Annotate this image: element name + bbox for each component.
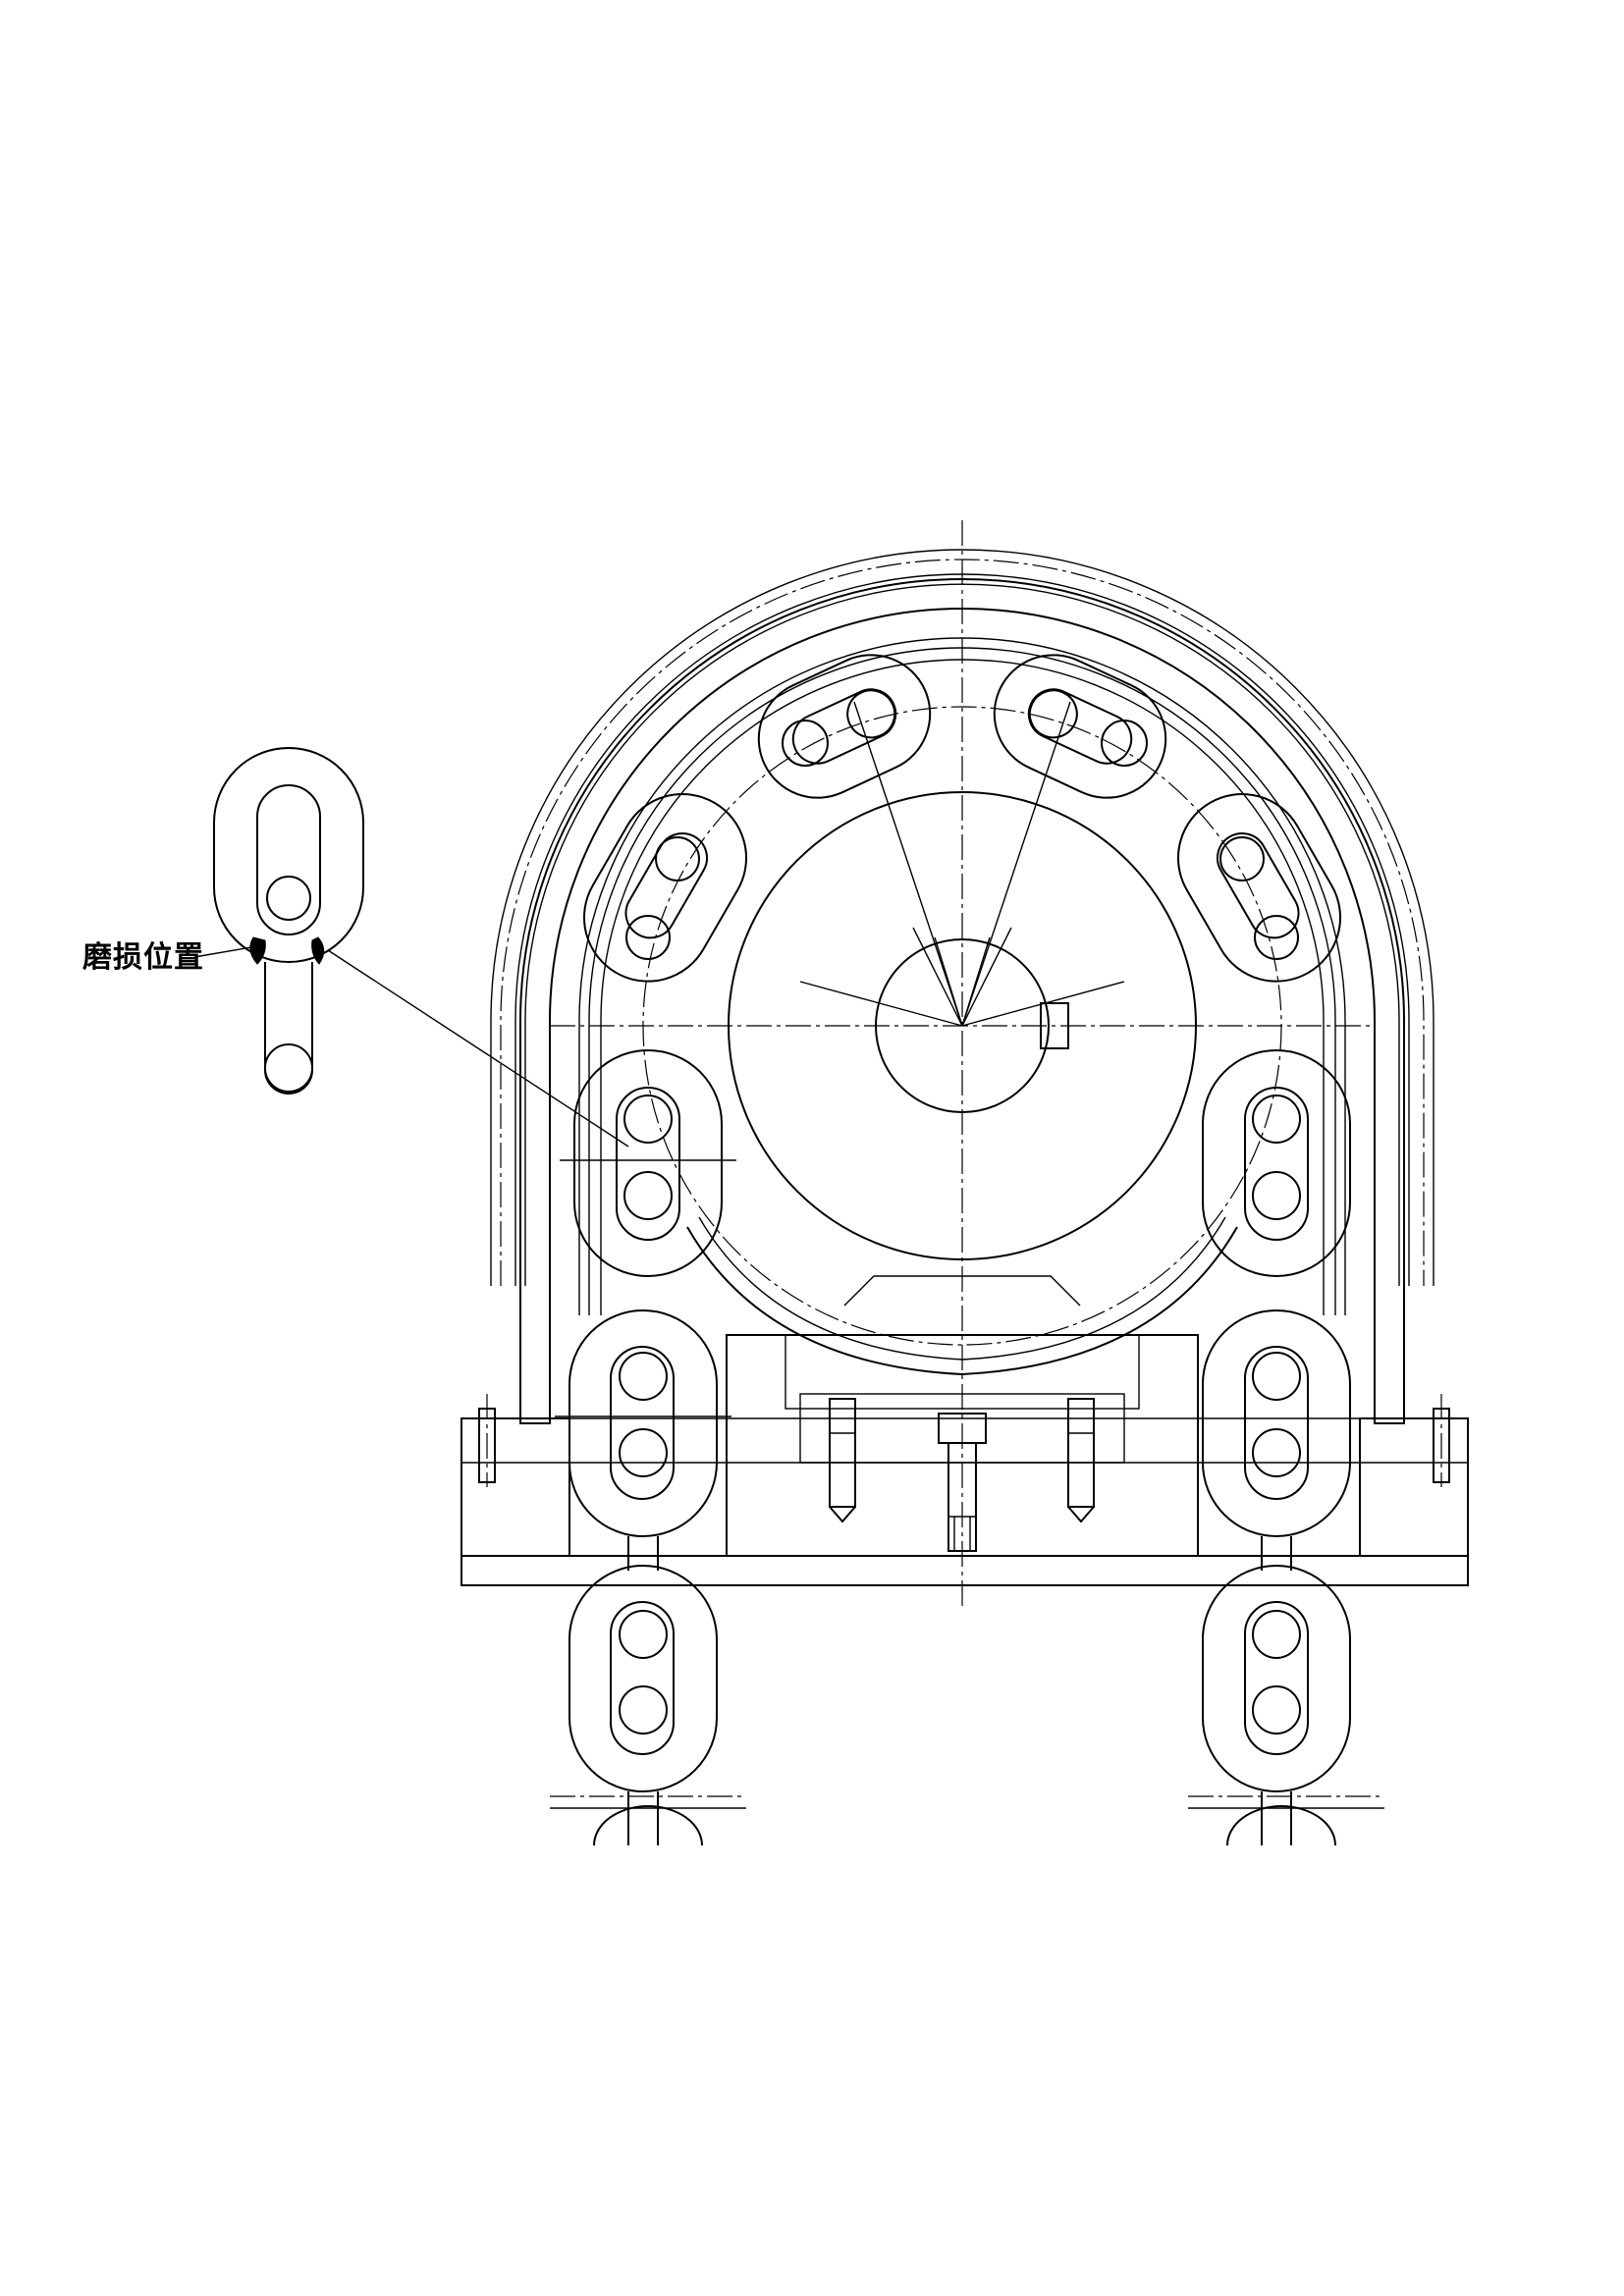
- chain-link-upper-left: [583, 793, 747, 983]
- chain-link-lower-right: [1202, 1309, 1351, 1537]
- chain-link-top-right: [993, 654, 1167, 799]
- chain-link-upper-right: [1177, 793, 1341, 983]
- detail-chain-link: [193, 747, 629, 1148]
- chain-link-mid-right: [1202, 1049, 1351, 1277]
- chain-link-top-left: [757, 654, 932, 799]
- bolt-right: [1067, 1398, 1095, 1523]
- chain-link-mid-left: [560, 1049, 736, 1277]
- wear-position-label: 磨损位置: [82, 940, 204, 975]
- chain-link-bottom-left: [568, 1565, 718, 1792]
- chain-link-lower-left: [555, 1309, 731, 1537]
- bolt-left: [829, 1398, 856, 1523]
- bolt-center: [938, 1413, 987, 1552]
- chain-link-bottom-right: [1202, 1565, 1351, 1792]
- sprocket-assembly: [460, 520, 1469, 1846]
- dowel-left: [478, 1394, 496, 1487]
- dowel-right: [1433, 1394, 1450, 1487]
- wear-mark-left: [249, 936, 266, 965]
- wear-mark-right: [311, 936, 325, 965]
